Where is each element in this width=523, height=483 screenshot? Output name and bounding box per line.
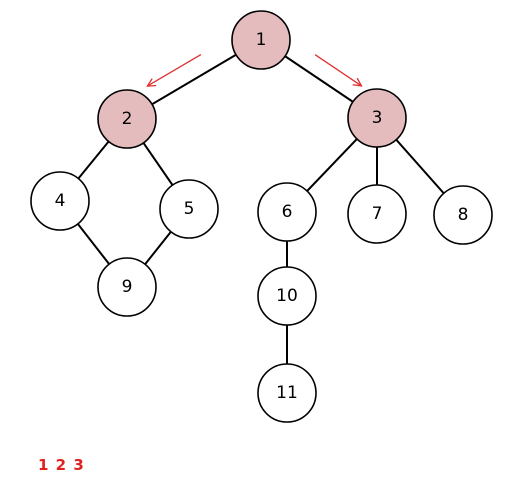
node-label-2: 2: [122, 109, 133, 129]
node-circle-1: [231, 10, 291, 70]
graph-node-1: 1: [231, 10, 291, 70]
node-label-4: 4: [55, 191, 66, 211]
node-label-5: 5: [184, 199, 195, 219]
node-label-3: 3: [372, 108, 383, 128]
graph-node-10: 10: [257, 266, 317, 326]
graph-node-7: 7: [347, 184, 407, 244]
node-circle-11: [257, 363, 317, 423]
visit-order-text: 1 2 3: [38, 456, 85, 474]
node-circle-3: [347, 88, 407, 148]
node-label-9: 9: [122, 277, 133, 297]
graph-node-3: 3: [347, 88, 407, 148]
graph-node-9: 9: [97, 257, 157, 317]
graph-node-6: 6: [257, 182, 317, 242]
node-circle-9: [97, 257, 157, 317]
node-label-1: 1: [256, 30, 267, 50]
graph-node-5: 5: [159, 179, 219, 239]
node-circle-8: [433, 185, 493, 245]
node-circle-4: [30, 171, 90, 231]
node-label-6: 6: [282, 202, 293, 222]
node-circle-2: [97, 89, 157, 149]
node-circle-10: [257, 266, 317, 326]
traversal-arrow-n1-n2: [147, 53, 202, 87]
node-label-10: 10: [276, 286, 298, 306]
node-circle-5: [159, 179, 219, 239]
node-label-8: 8: [458, 205, 469, 225]
node-circle-7: [347, 184, 407, 244]
node-circle-6: [257, 182, 317, 242]
graph-node-4: 4: [30, 171, 90, 231]
traversal-arrows-layer: [147, 53, 361, 87]
node-label-11: 11: [276, 383, 298, 403]
nodes-layer: 1 2 3 4 5 6 7 8 9 10 11: [30, 10, 493, 423]
graph-node-11: 11: [257, 363, 317, 423]
graph-node-2: 2: [97, 89, 157, 149]
node-label-7: 7: [372, 204, 383, 224]
graph-node-8: 8: [433, 185, 493, 245]
traversal-arrow-n1-n3: [314, 54, 361, 86]
